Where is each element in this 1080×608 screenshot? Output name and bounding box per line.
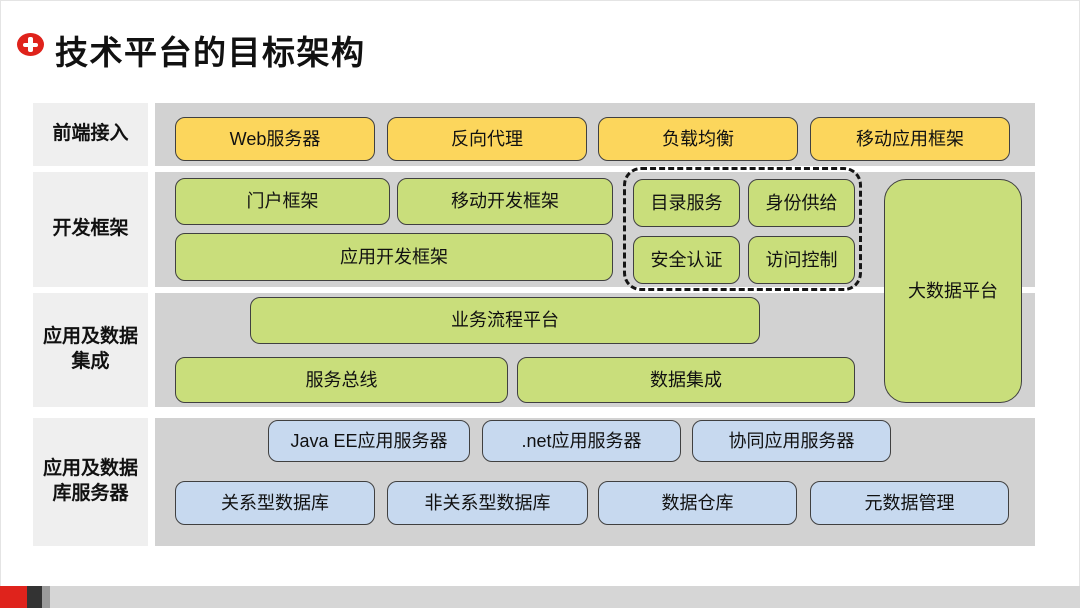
box-security-authentication: 安全认证 (633, 236, 740, 284)
box-reverse-proxy: 反向代理 (387, 117, 587, 161)
plus-badge-icon (17, 33, 44, 56)
box-mobile-dev-framework: 移动开发框架 (397, 178, 613, 225)
box-access-control: 访问控制 (748, 236, 855, 284)
box-metadata-management: 元数据管理 (810, 481, 1009, 525)
box-dotnet-app-server: .net应用服务器 (482, 420, 681, 462)
box-data-warehouse: 数据仓库 (598, 481, 797, 525)
row-label-dev-framework: 开发框架 (33, 172, 148, 287)
box-service-bus: 服务总线 (175, 357, 508, 403)
security-group-outline (623, 167, 862, 291)
box-big-data-platform: 大数据平台 (884, 179, 1022, 403)
footer-accent-gray (42, 586, 50, 608)
box-directory-service: 目录服务 (633, 179, 740, 227)
footer-bar (50, 586, 1080, 608)
box-mobile-app-framework: 移动应用框架 (810, 117, 1010, 161)
row-label-app-db-servers: 应用及数据库服务器 (33, 418, 148, 546)
box-load-balancer: 负载均衡 (598, 117, 798, 161)
box-relational-db: 关系型数据库 (175, 481, 375, 525)
box-javaee-app-server: Java EE应用服务器 (268, 420, 470, 462)
box-web-server: Web服务器 (175, 117, 375, 161)
box-collab-app-server: 协同应用服务器 (692, 420, 891, 462)
box-business-process-platform: 业务流程平台 (250, 297, 760, 344)
box-identity-provisioning: 身份供给 (748, 179, 855, 227)
row-label-app-data-integration: 应用及数据集成 (33, 293, 148, 407)
box-app-dev-framework: 应用开发框架 (175, 233, 613, 281)
box-data-integration: 数据集成 (517, 357, 855, 403)
row-label-frontend-access: 前端接入 (33, 103, 148, 166)
footer-accent-red (0, 586, 27, 608)
box-portal-framework: 门户框架 (175, 178, 390, 225)
box-non-relational-db: 非关系型数据库 (387, 481, 588, 525)
page-title: 技术平台的目标架构 (55, 34, 366, 71)
footer-accent-dark (27, 586, 42, 608)
